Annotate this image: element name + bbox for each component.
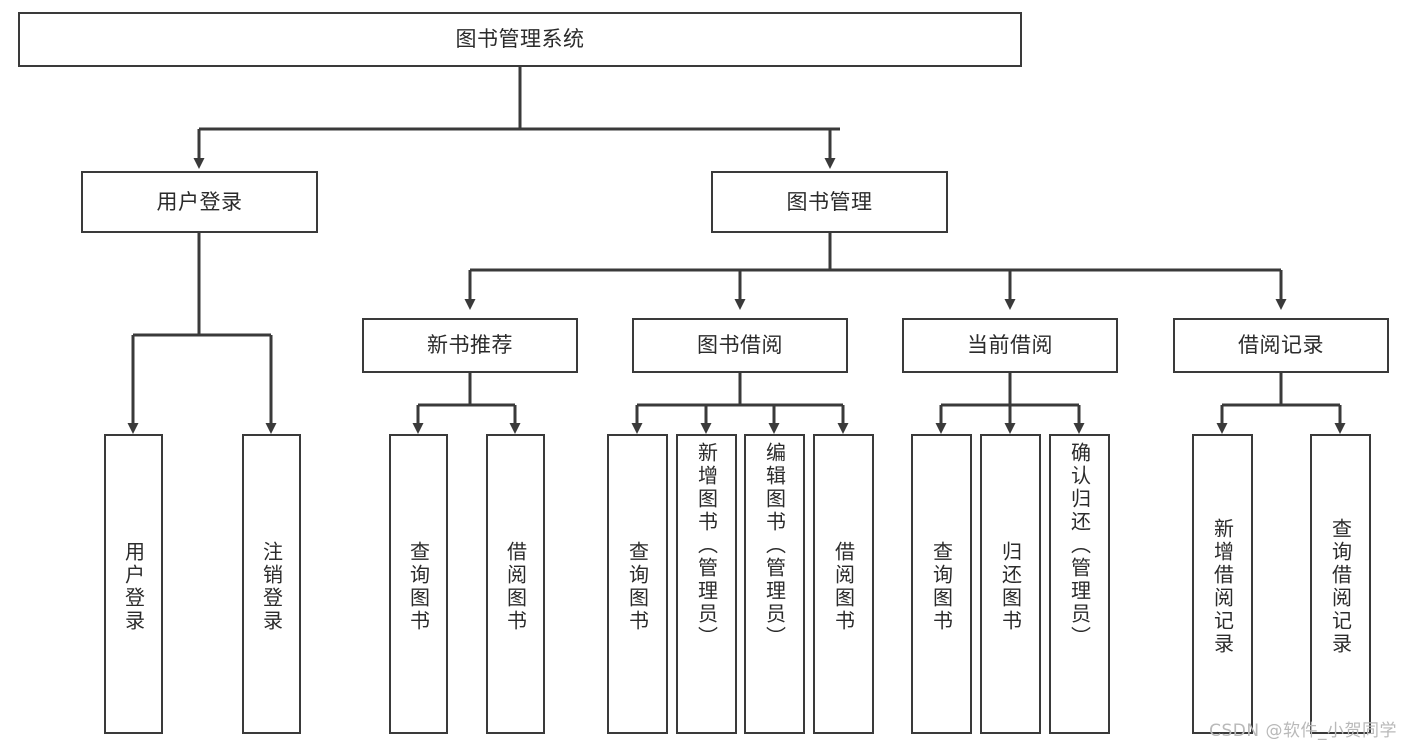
node-label: 图书管理 [786, 189, 873, 214]
node-label: 注销登录 [259, 541, 284, 633]
node-label: 新增图书（管理员） [694, 442, 719, 649]
leaf-borrow-borrow-book[interactable]: 借阅图书 [813, 434, 874, 734]
node-label: 图书管理系统 [455, 27, 585, 52]
node-label: 当前借阅 [967, 333, 1053, 358]
node-label: 确认归还（管理员） [1067, 442, 1092, 649]
leaf-user-logout[interactable]: 注销登录 [242, 434, 301, 734]
watermark-text: CSDN @软件_小贺同学 [1209, 721, 1397, 741]
node-new-book-recommend[interactable]: 新书推荐 [362, 318, 578, 373]
leaf-record-add-borrow-record[interactable]: 新增借阅记录 [1192, 434, 1253, 734]
node-root-book-management-system[interactable]: 图书管理系统 [18, 12, 1022, 67]
leaf-new-book-query-book[interactable]: 查询图书 [389, 434, 448, 734]
node-book-borrow[interactable]: 图书借阅 [632, 318, 848, 373]
leaf-user-login[interactable]: 用户登录 [104, 434, 163, 734]
leaf-record-query-borrow-record[interactable]: 查询借阅记录 [1310, 434, 1371, 734]
node-label: 查询借阅记录 [1328, 518, 1353, 656]
node-label: 借阅记录 [1238, 333, 1324, 358]
leaf-current-confirm-return-admin[interactable]: 确认归还（管理员） [1049, 434, 1110, 734]
node-label: 编辑图书（管理员） [762, 442, 787, 649]
leaf-borrow-query-book[interactable]: 查询图书 [607, 434, 668, 734]
node-user-login[interactable]: 用户登录 [81, 171, 318, 233]
node-label: 新增借阅记录 [1210, 518, 1235, 656]
node-label: 新书推荐 [427, 333, 513, 358]
node-label: 查询图书 [929, 541, 954, 633]
node-label: 借阅图书 [503, 541, 528, 633]
node-label: 图书借阅 [697, 333, 783, 358]
node-book-management[interactable]: 图书管理 [711, 171, 948, 233]
leaf-new-book-borrow-book[interactable]: 借阅图书 [486, 434, 545, 734]
leaf-current-query-book[interactable]: 查询图书 [911, 434, 972, 734]
node-current-borrow[interactable]: 当前借阅 [902, 318, 1118, 373]
node-label: 查询图书 [406, 541, 431, 633]
node-label: 查询图书 [625, 541, 650, 633]
node-label: 借阅图书 [831, 541, 856, 633]
node-label: 归还图书 [998, 541, 1023, 633]
leaf-borrow-add-book-admin[interactable]: 新增图书（管理员） [676, 434, 737, 734]
node-label: 用户登录 [121, 541, 146, 633]
node-borrow-record[interactable]: 借阅记录 [1173, 318, 1389, 373]
node-label: 用户登录 [156, 189, 243, 214]
leaf-borrow-edit-book-admin[interactable]: 编辑图书（管理员） [744, 434, 805, 734]
leaf-current-return-book[interactable]: 归还图书 [980, 434, 1041, 734]
